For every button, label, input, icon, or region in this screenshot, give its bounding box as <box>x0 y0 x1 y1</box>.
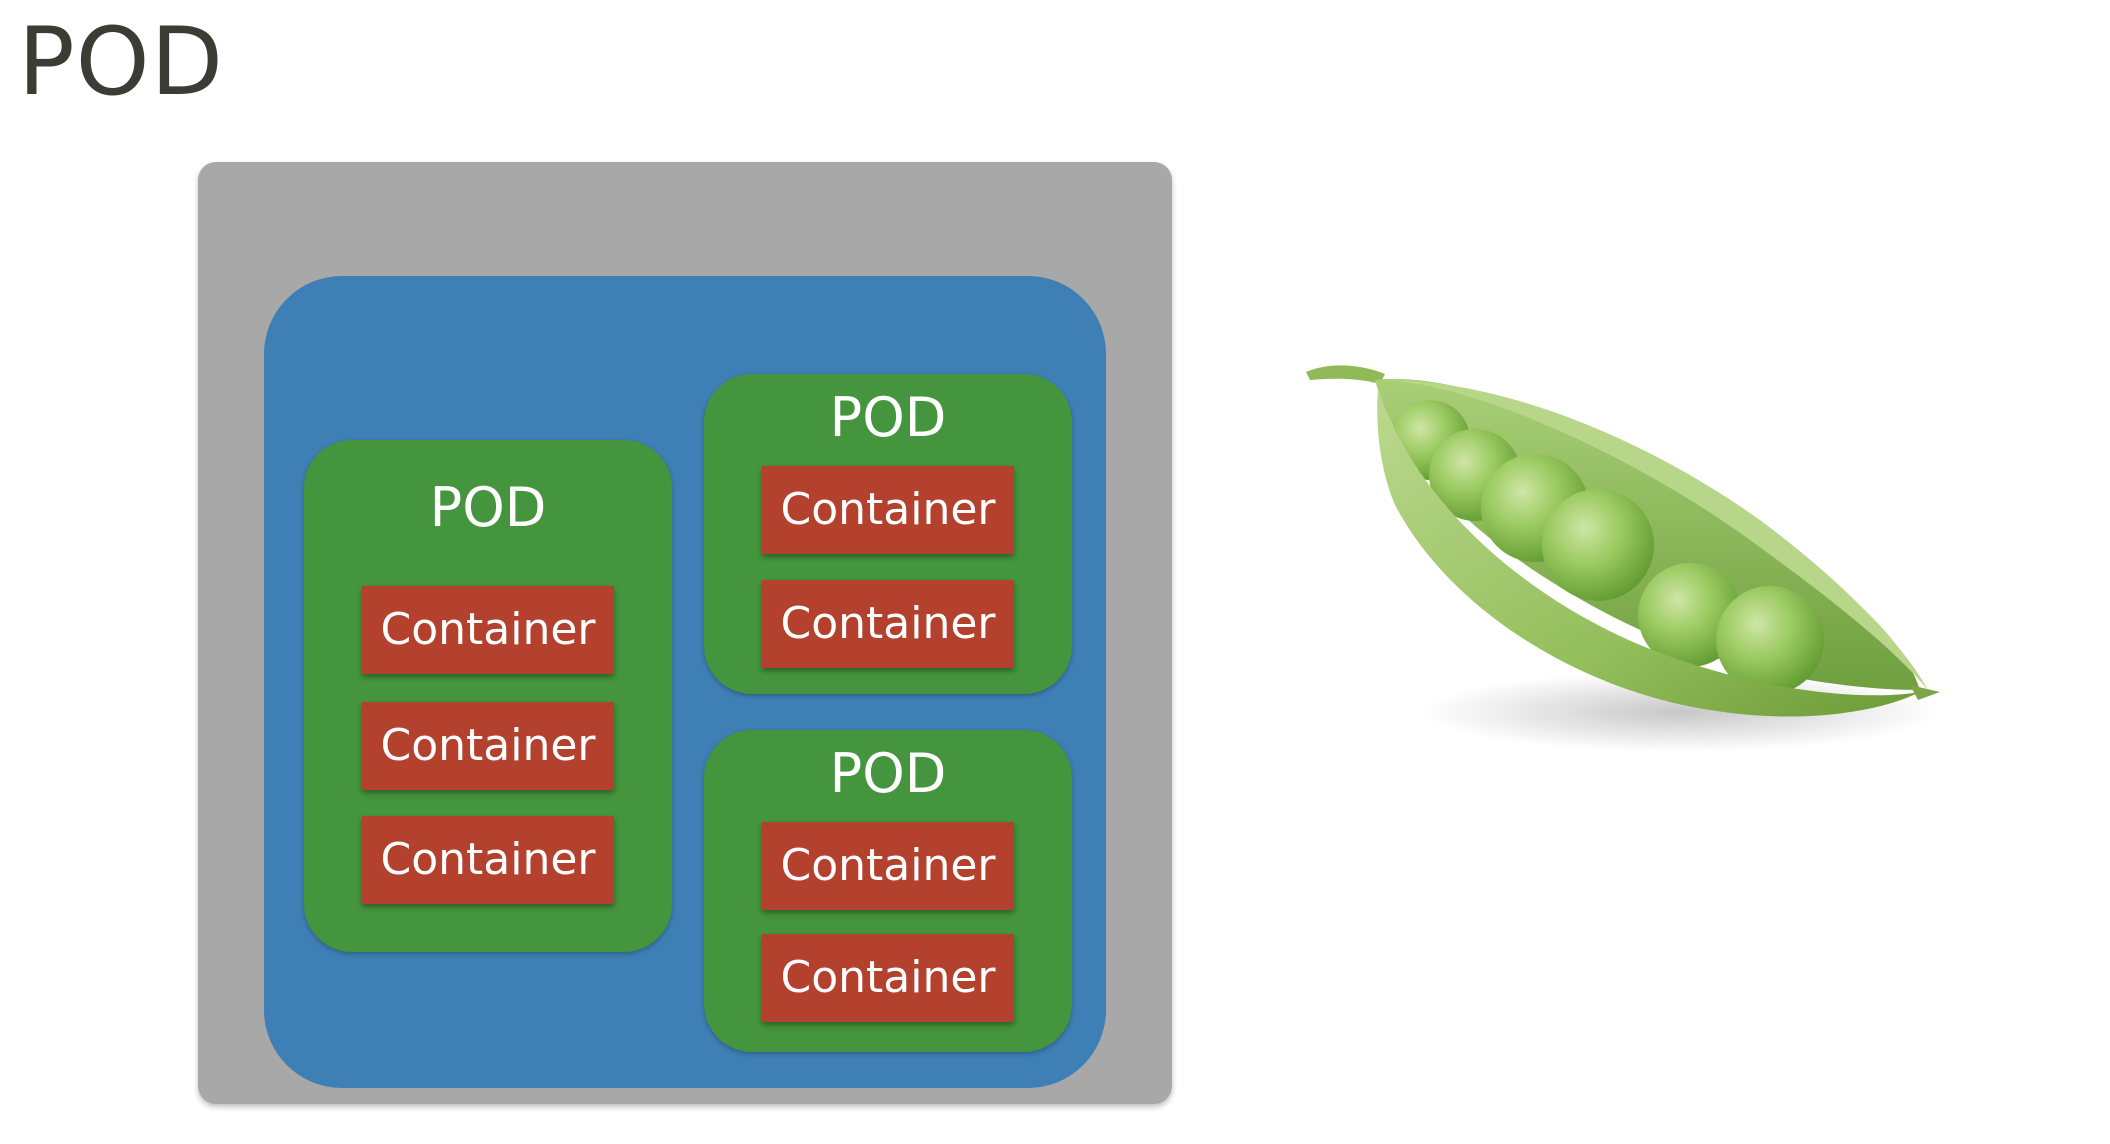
pod-1: POD Container Container Container <box>304 440 672 952</box>
container-box: Container <box>362 586 614 674</box>
container-box: Container <box>362 816 614 904</box>
pod-label: POD <box>829 386 947 449</box>
pea-pod-icon <box>1306 365 1940 752</box>
container-box: Container <box>362 702 614 790</box>
container-box: Container <box>762 934 1014 1022</box>
container-box: Container <box>762 466 1014 554</box>
pod-3: POD Container Container <box>704 730 1072 1052</box>
cluster-box: POD Container Container Container POD Co… <box>264 276 1106 1088</box>
pod-label: POD <box>429 476 547 539</box>
container-box: Container <box>762 822 1014 910</box>
node-box: POD Container Container Container POD Co… <box>198 162 1172 1104</box>
pod-2: POD Container Container <box>704 374 1072 694</box>
slide-title: POD <box>18 8 225 117</box>
pod-label: POD <box>829 742 947 805</box>
container-box: Container <box>762 580 1014 668</box>
